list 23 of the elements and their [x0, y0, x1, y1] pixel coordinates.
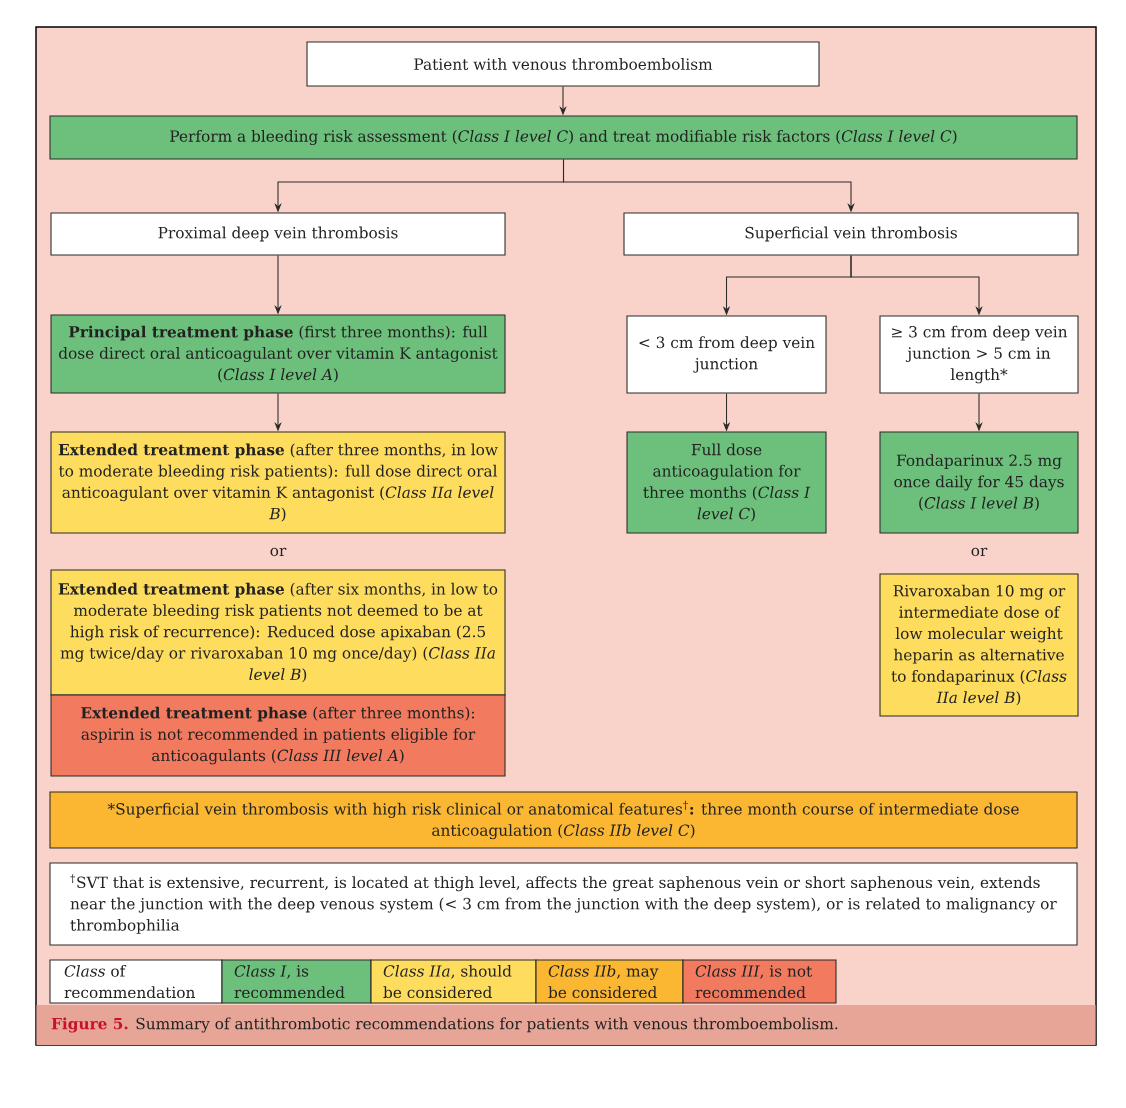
note-box: *Superficial vein thrombosis with high risk clinical or anatomical features$^{†}$: three month course of intermediate dose anticoagulation (Class IIb level C) — [49, 791, 1078, 849]
process-box: < 3 cm from deep vein junction — [626, 315, 827, 394]
legend-cell: Class III, is not recommended — [682, 959, 837, 1004]
figure-caption: Figure 5. Summary of antithrombotic recommendations for patients with venous thromboembolism. — [36, 1005, 1096, 1045]
recommendation-box: Perform a bleeding risk assessment (Class I level C) and treat modifiable risk factors (Class I level C) — [49, 115, 1078, 160]
recommendation-box: Rivaroxaban 10 mg or intermediate dose of low molecular weight heparin as alternative to fondaparinux (Class IIa level B) — [879, 573, 1079, 717]
recommendation-box: Extended treatment phase (after six months, in low to moderate bleeding risk patients not deemed to be at high risk of recurrence): Reduced dose apixaban (2.5 mg twice/day or rivaroxaban 10 mg once/day) (Class IIa level B) — [50, 569, 506, 696]
legend-cell: Class IIa, should be considered — [370, 959, 537, 1004]
separator-text: or — [971, 547, 988, 557]
process-box: Patient with venous thromboembolism — [306, 41, 820, 87]
legend-header-cell: Class of recommendation — [49, 959, 223, 1004]
recommendation-box: Extended treatment phase (after three months): aspirin is not recommended in patients eligible for anticoagulants (Class III level A) — [50, 694, 506, 777]
legend-cell: Class IIb, may be considered — [535, 959, 684, 1004]
recommendation-box: Extended treatment phase (after three months, in low to moderate bleeding risk patients): full dose direct oral anticoagulant over vitamin K antagonist (Class IIa level B) — [50, 431, 506, 534]
legend-cell: Class I, is recommended — [221, 959, 372, 1004]
process-box: Superficial vein thrombosis — [623, 212, 1079, 256]
recommendation-box: Principal treatment phase (first three months): full dose direct oral anticoagulant over vitamin K antagonist (Class I level A) — [50, 314, 506, 394]
footnote-box: $^{†}$SVT that is extensive, recurrent, is located at thigh level, affects the great saphenous vein or short saphenous vein, extends near the junction with the deep venous system (< 3 cm from the junction with the deep system), or is related to malignancy or thrombophilia — [49, 862, 1078, 946]
process-box: Proximal deep vein thrombosis — [50, 212, 506, 256]
recommendation-box: Full dose anticoagulation for three months (Class I level C) — [626, 431, 827, 534]
recommendation-box: Fondaparinux 2.5 mg once daily for 45 days (Class I level B) — [879, 431, 1079, 534]
process-box: ≥ 3 cm from deep vein junction > 5 cm in length* — [879, 315, 1079, 394]
separator-text: or — [270, 547, 287, 557]
